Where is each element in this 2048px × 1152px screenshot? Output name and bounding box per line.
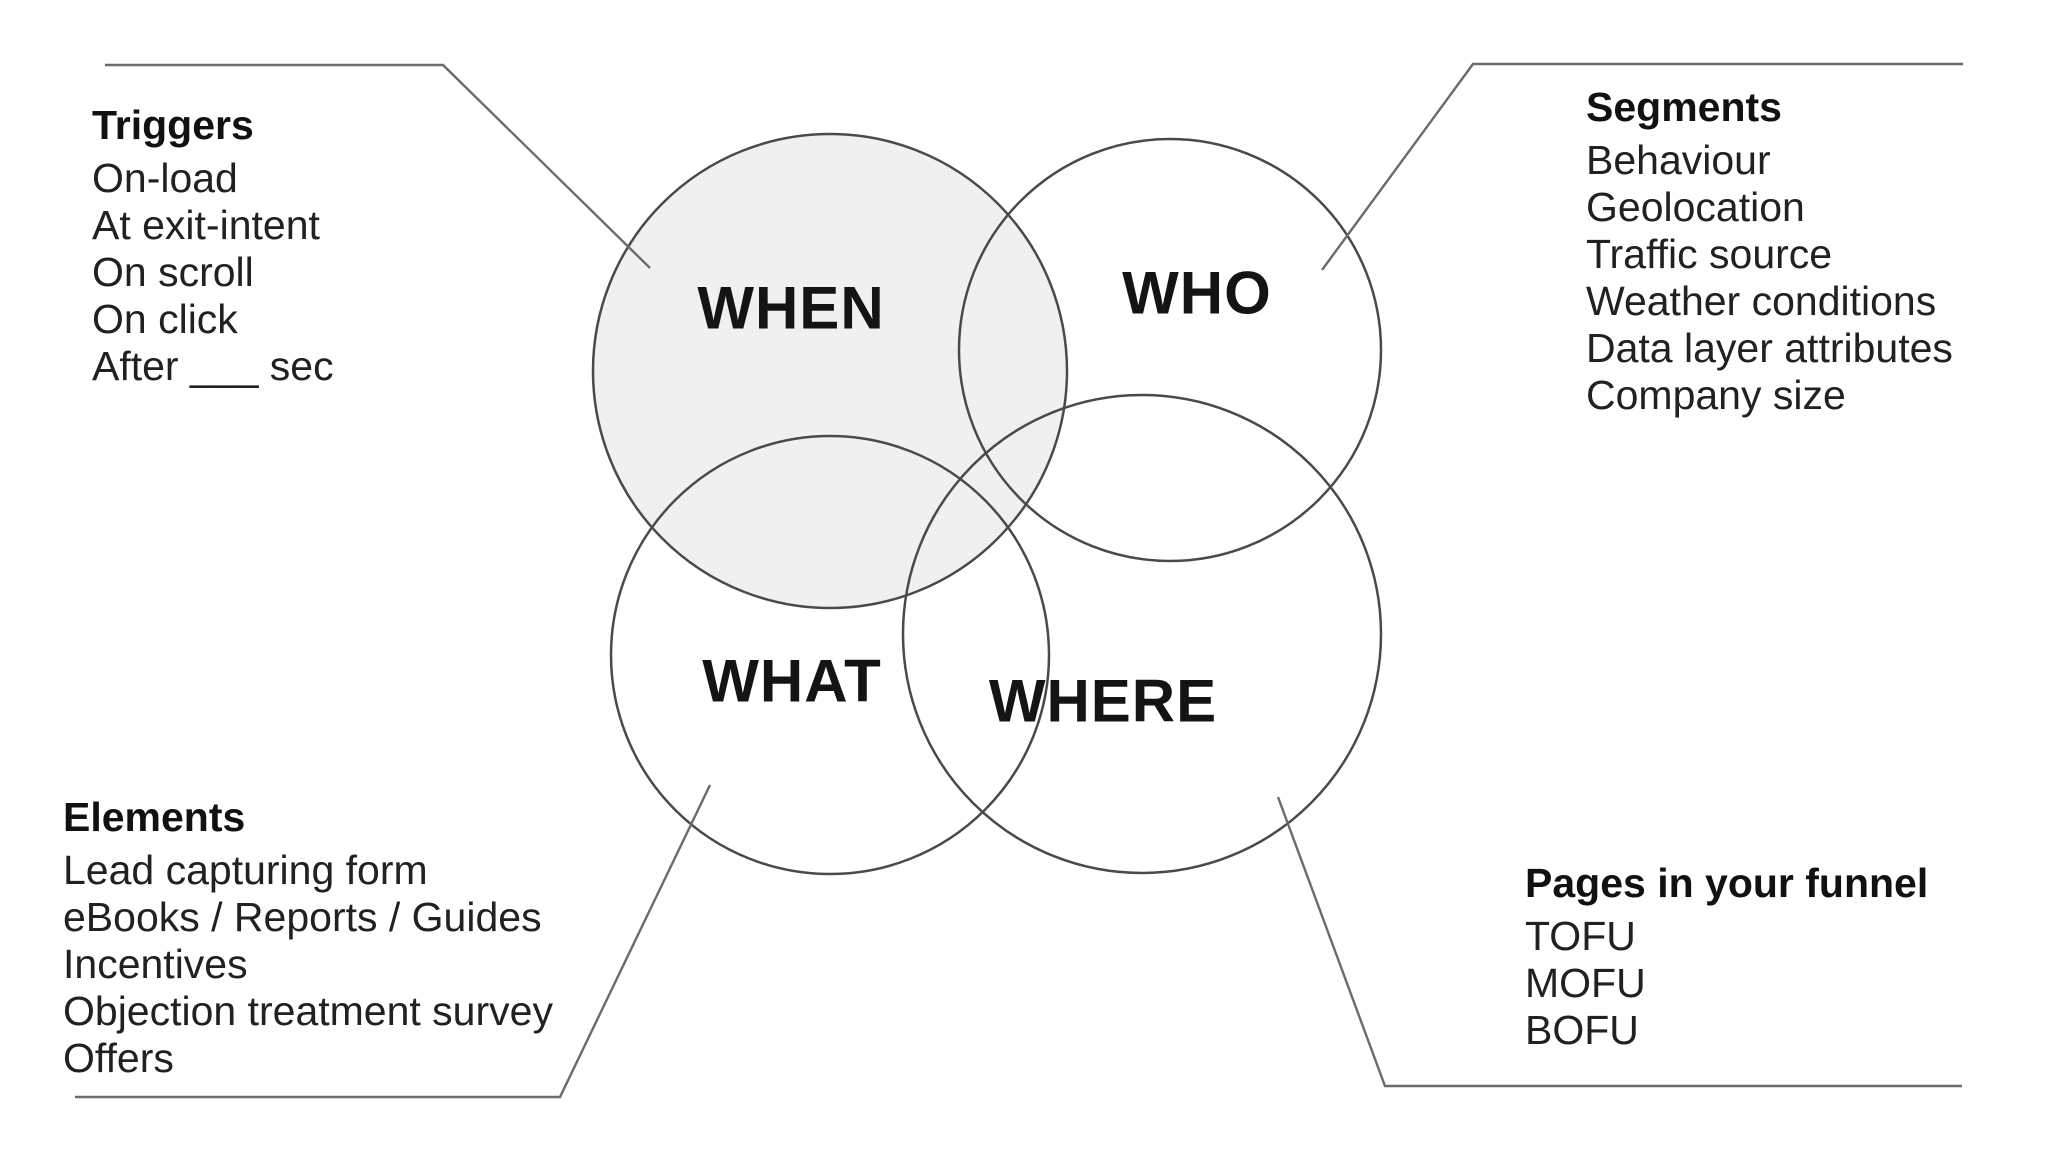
triggers-item: After ___ sec bbox=[92, 343, 334, 389]
triggers-note: Triggers On-load At exit-intent On scrol… bbox=[92, 102, 334, 390]
when-circle-label: WHEN bbox=[697, 274, 885, 342]
pages-item: MOFU bbox=[1525, 960, 1646, 1006]
segments-connector-line bbox=[1321, 62, 1963, 271]
pages-heading: Pages in your funnel bbox=[1525, 860, 1929, 906]
elements-item: Objection treatment survey bbox=[63, 988, 553, 1034]
what-circle-label: WHAT bbox=[702, 647, 882, 715]
triggers-heading: Triggers bbox=[92, 102, 254, 148]
triggers-item: At exit-intent bbox=[92, 202, 320, 248]
triggers-item: On click bbox=[92, 296, 238, 342]
pages-note: Pages in your funnel TOFU MOFU BOFU bbox=[1525, 860, 1928, 1054]
pages-item: TOFU bbox=[1525, 913, 1636, 959]
segments-item: Data layer attributes bbox=[1586, 325, 1953, 371]
what-circle bbox=[609, 434, 1051, 876]
elements-item: Lead capturing form bbox=[63, 847, 428, 893]
pages-connector-line bbox=[1276, 796, 1962, 1088]
segments-item: Behaviour bbox=[1586, 137, 1771, 183]
segments-note: Segments Behaviour Geolocation Traffic s… bbox=[1586, 84, 1953, 419]
segments-item: Traffic source bbox=[1586, 231, 1833, 277]
who-circle bbox=[957, 137, 1383, 563]
who-circle-label: WHO bbox=[1122, 259, 1272, 327]
elements-item: Offers bbox=[63, 1035, 174, 1081]
where-circle bbox=[901, 393, 1383, 875]
where-circle-label: WHERE bbox=[988, 667, 1218, 735]
elements-connector-line bbox=[75, 784, 712, 1099]
segments-item: Company size bbox=[1586, 372, 1846, 418]
elements-item: Incentives bbox=[63, 941, 248, 987]
when-circle-fill bbox=[593, 134, 1067, 608]
segments-heading: Segments bbox=[1586, 84, 1782, 130]
segments-item: Weather conditions bbox=[1586, 278, 1937, 324]
when-circle bbox=[591, 132, 1069, 610]
triggers-connector-line bbox=[105, 63, 651, 269]
segments-item: Geolocation bbox=[1586, 184, 1805, 230]
triggers-item: On scroll bbox=[92, 249, 254, 295]
pages-item: BOFU bbox=[1525, 1007, 1639, 1053]
elements-heading: Elements bbox=[63, 794, 246, 840]
triggers-item: On-load bbox=[92, 155, 238, 201]
elements-item: eBooks / Reports / Guides bbox=[63, 894, 542, 940]
elements-note: Elements Lead capturing form eBooks / Re… bbox=[63, 794, 553, 1082]
